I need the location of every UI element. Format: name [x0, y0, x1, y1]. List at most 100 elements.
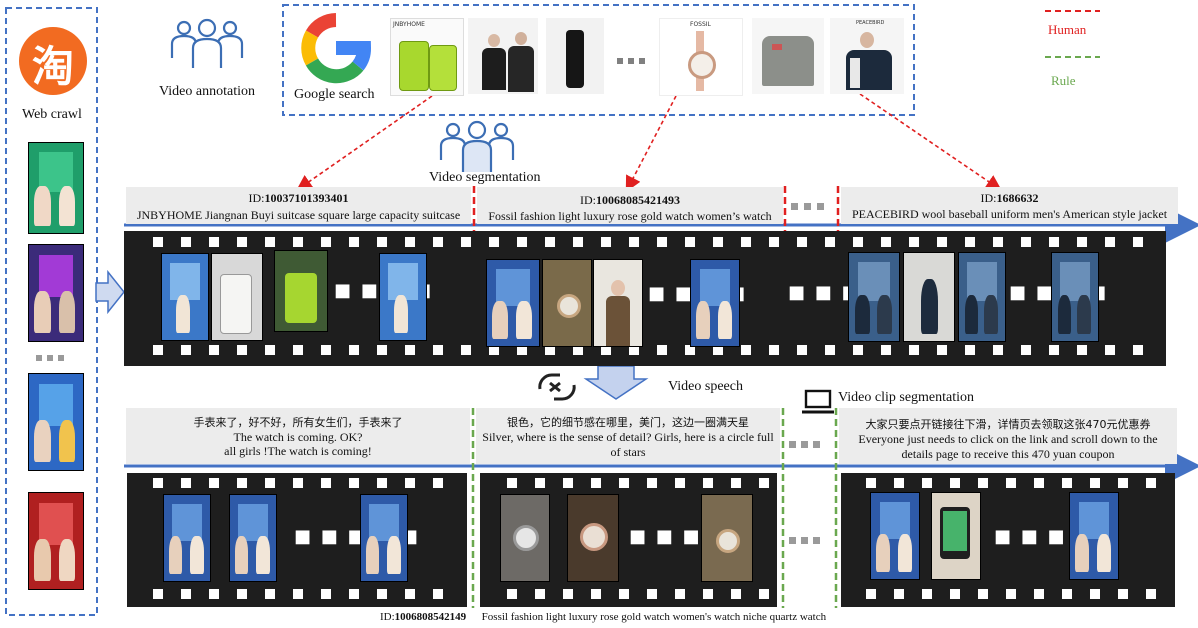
product-id-line-1: ID:10037101393401	[248, 191, 349, 205]
frame-l1-3	[360, 494, 408, 582]
video-annotation-label: Video annotation	[159, 84, 255, 99]
film-lower-3-hole	[1118, 589, 1128, 599]
film-upper-hole	[1021, 345, 1031, 355]
film-lower-3-hole	[866, 589, 876, 599]
film-lower-3-hole	[1118, 478, 1128, 488]
film-lower-1-hole	[237, 589, 247, 599]
frame-u3-1	[848, 252, 900, 342]
frame-u2-2	[542, 259, 592, 347]
film-upper-hole	[573, 237, 583, 247]
frame-u2-1	[486, 259, 540, 347]
film-lower-1-hole	[293, 589, 303, 599]
product-name-3: PEACEBIRD wool baseball uniform men's Am…	[851, 207, 1168, 221]
crawl-thumb-4	[28, 492, 84, 590]
film-upper-hole	[769, 345, 779, 355]
film-lower-2-hole	[535, 589, 545, 599]
web-crawl-panel	[5, 7, 98, 616]
ellipsis-labels	[791, 203, 824, 210]
film-lower-1-hole	[209, 478, 219, 488]
film-upper-hole	[965, 237, 975, 247]
film-upper-hole	[993, 237, 1003, 247]
video-speech-label: Video speech	[668, 379, 743, 394]
product-id-1: 10037101393401	[264, 191, 349, 205]
film-lower-3-hole	[1006, 589, 1016, 599]
film-lower-1-hole	[405, 478, 415, 488]
speech-box-3: 大家只要点开链接往下滑，详情页去领取这张470元优惠券 Everyone jus…	[839, 408, 1177, 464]
film-lower-1-hole	[349, 589, 359, 599]
frame-u1-1	[161, 253, 209, 341]
film-lower-2-hole	[619, 478, 629, 488]
ellipsis-top	[617, 58, 645, 64]
film-lower-1-hole	[181, 589, 191, 599]
film-lower-1-hole	[181, 478, 191, 488]
film-upper-hole	[237, 345, 247, 355]
film-upper-hole	[797, 237, 807, 247]
speech-cn-1: 手表来了，好不好，所有女生们，手表来了	[193, 416, 403, 429]
speech-box-2: 银色，它的细节感在哪里，美门，这边一圈满天星 Silver, where is …	[476, 408, 780, 464]
film-upper-hole	[153, 237, 163, 247]
film-lower-2-hole	[535, 478, 545, 488]
film-upper-hole	[601, 345, 611, 355]
film-upper-hole	[181, 237, 191, 247]
film-lower-3-hole	[950, 478, 960, 488]
speech-en2-1: all girls !The watch is coming!	[224, 444, 372, 458]
film-lower-2-hole	[731, 478, 741, 488]
film-upper-hole	[909, 237, 919, 247]
film-lower-2-hole	[591, 478, 601, 488]
film-lower-2-hole	[619, 589, 629, 599]
film-upper-hole	[349, 237, 359, 247]
crawl-to-film-arrow	[95, 269, 125, 315]
product-name-1: JNBYHOME Jiangnan Buyi suitcase square l…	[136, 208, 461, 222]
speech-en2-2: of stars	[610, 445, 646, 459]
video-clip-segmentation-label: Video clip segmentation	[838, 390, 975, 405]
product-id-line-3: ID:1686632	[980, 191, 1039, 205]
film-upper-hole	[881, 237, 891, 247]
web-crawl-label: Web crawl	[22, 107, 82, 122]
film-upper-hole	[517, 345, 527, 355]
arrow-jacket	[859, 93, 1002, 191]
annotators-icon	[170, 18, 244, 68]
film-lower-1-hole	[153, 478, 163, 488]
film-lower-2-hole	[703, 478, 713, 488]
film-lower-3-hole	[978, 589, 988, 599]
film-upper-hole	[209, 237, 219, 247]
film-upper-hole	[1077, 237, 1087, 247]
film-upper-hole	[601, 237, 611, 247]
film-lower-1-hole	[405, 589, 415, 599]
film-upper-hole	[405, 345, 415, 355]
taobao-logo: 淘	[19, 27, 87, 95]
film-lower-3-hole	[1090, 478, 1100, 488]
film-lower-1-hole	[377, 589, 387, 599]
film-lower-3-hole	[1090, 589, 1100, 599]
speech-en1-3: Everyone just needs to click on the link…	[858, 432, 1158, 446]
film-lower-2-hole	[675, 478, 685, 488]
laptop-icon	[802, 389, 834, 414]
film-lower-1-hole	[153, 589, 163, 599]
film-lower-1-hole	[321, 589, 331, 599]
film-upper-hole	[797, 345, 807, 355]
film-lower-1-hole	[237, 478, 247, 488]
film-upper-hole	[293, 237, 303, 247]
speech-en2-3: details page to receive this 470 yuan co…	[901, 447, 1115, 461]
speech-box-1: 手表来了，好不好，所有女生们，手表来了 The watch is coming.…	[126, 408, 470, 464]
film-upper-hole	[209, 345, 219, 355]
product-label-1: ID:10037101393401 JNBYHOME Jiangnan Buyi…	[126, 187, 471, 224]
speech-en1-1: The watch is coming. OK?	[233, 430, 363, 444]
arrow-suitcase	[296, 95, 433, 191]
film-upper-hole	[489, 345, 499, 355]
film-upper-hole	[713, 345, 723, 355]
film-lower-2-hole	[675, 589, 685, 599]
film-upper-hole	[349, 345, 359, 355]
speech-en1-2: Silver, where is the sense of detail? Gi…	[482, 430, 774, 444]
film-lower-1-hole	[377, 478, 387, 488]
film-upper-hole	[769, 237, 779, 247]
product-name-2: Fossil fashion light luxury rose gold wa…	[488, 209, 772, 223]
frame-l3-3	[1069, 492, 1119, 580]
frame-u2-3	[593, 259, 643, 347]
film-upper-hole	[265, 345, 275, 355]
speech-cn-3: 大家只要点开链接往下滑，详情页去领取这张470元优惠券	[865, 418, 1151, 431]
film-upper-hole	[881, 345, 891, 355]
film-upper-hole	[461, 345, 471, 355]
film-lower-3-hole	[978, 478, 988, 488]
